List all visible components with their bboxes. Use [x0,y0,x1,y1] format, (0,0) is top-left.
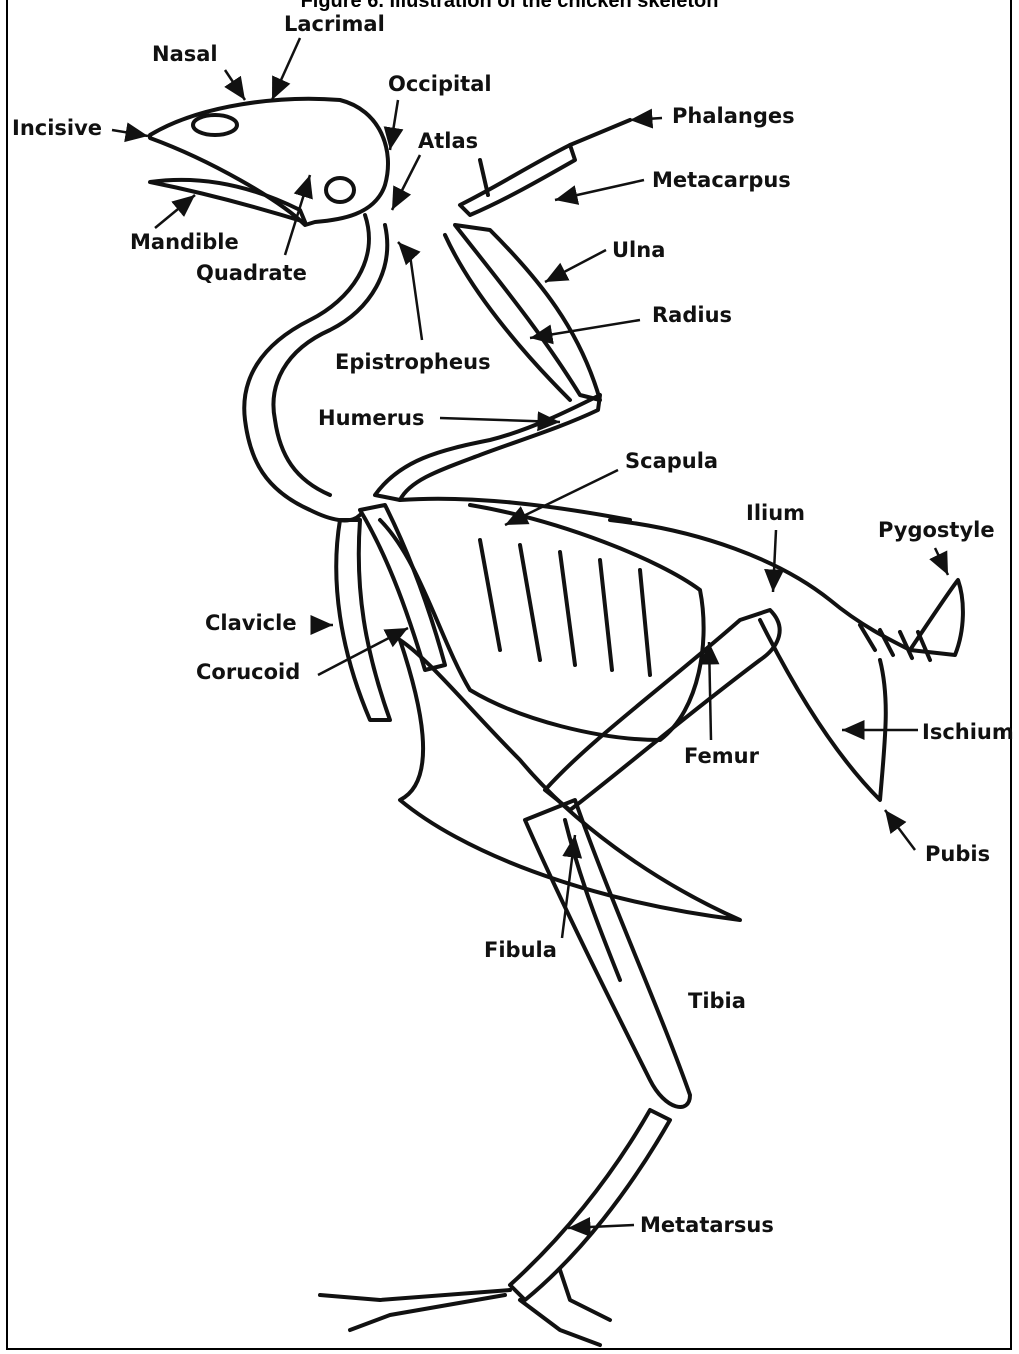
label-ulna: Ulna [612,240,665,261]
label-ilium: Ilium [746,503,805,524]
phalanges-bone [570,120,630,145]
label-ischium: Ischium [922,722,1014,743]
pygostyle-bone [910,580,963,655]
ischium-bone [760,620,886,800]
label-clavicle: Clavicle [205,613,297,634]
label-nasal: Nasal [152,44,218,65]
femur-bone [545,610,780,810]
label-metacarpus: Metacarpus [652,170,791,191]
label-pubis: Pubis [925,844,990,865]
label-occipital: Occipital [388,74,492,95]
mandible-bone [150,180,305,222]
label-phalanges: Phalanges [672,106,795,127]
metacarpus-bone [460,145,575,215]
label-incisive: Incisive [12,118,102,139]
label-epistropheus: Epistropheus [335,352,491,373]
label-tibia: Tibia [688,991,746,1012]
label-radius: Radius [652,305,732,326]
label-corucoid: Corucoid [196,662,300,683]
scapula-bone [400,499,630,520]
label-metatarsus: Metatarsus [640,1215,774,1236]
label-pygostyle: Pygostyle [878,520,995,541]
label-atlas: Atlas [418,131,478,152]
toes [320,1270,610,1345]
label-lacrimal: Lacrimal [284,14,385,35]
ribcage [380,505,704,740]
label-scapula: Scapula [625,451,718,472]
metatarsus-bone [510,1110,670,1300]
label-humerus: Humerus [318,408,424,429]
label-quadrate: Quadrate [196,263,307,284]
label-mandible: Mandible [130,232,239,253]
radius-bone [445,235,570,400]
label-femur: Femur [684,746,759,767]
label-fibula: Fibula [484,940,557,961]
skull [150,99,388,225]
